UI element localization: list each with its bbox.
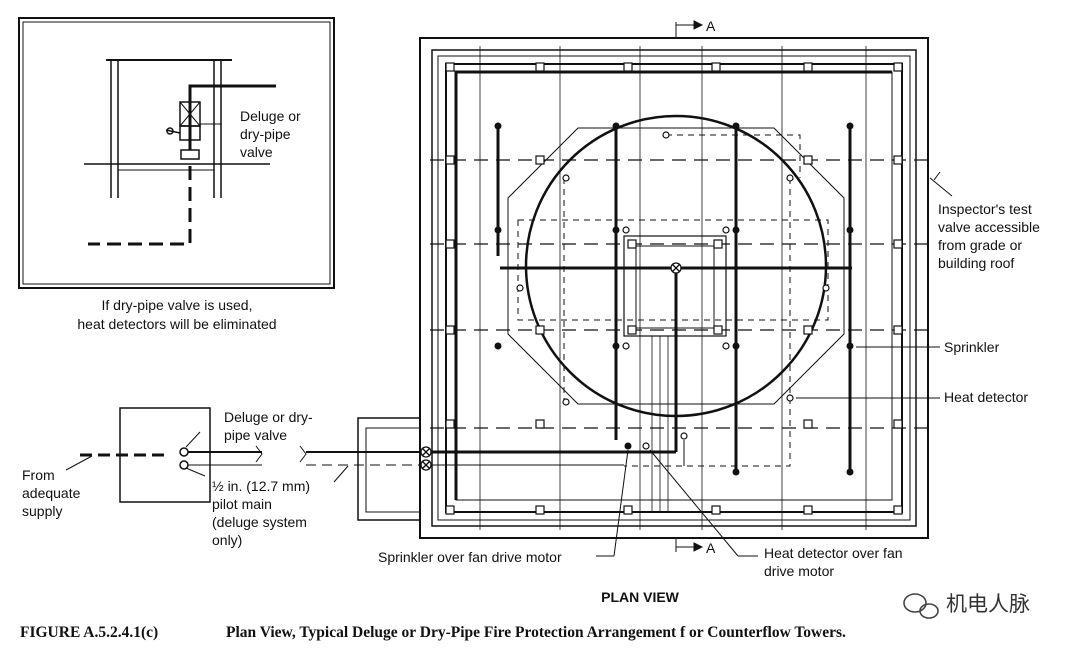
sprinkler-label: Sprinkler <box>944 339 1000 355</box>
svg-text:adequate: adequate <box>22 485 81 501</box>
tower-plan <box>357 20 930 552</box>
plan-view-title: PLAN VIEW <box>601 589 680 605</box>
sprinkler-heads <box>494 122 854 476</box>
inset-valve-label: Deluge or dry-pipe valve <box>240 108 301 160</box>
supply-valve-assembly <box>65 407 424 503</box>
svg-text:building roof: building roof <box>938 255 1014 271</box>
heat-detector-over-fan-label: Heat detector over fan drive motor <box>764 545 903 579</box>
svg-text:pilot main: pilot main <box>212 496 272 512</box>
piping-valves <box>420 262 682 471</box>
svg-text:If dry-pipe valve is used,: If dry-pipe valve is used, <box>102 297 253 313</box>
svg-text:Deluge or dry-: Deluge or dry- <box>224 409 313 425</box>
svg-text:only): only) <box>212 532 242 548</box>
svg-text:supply: supply <box>22 503 62 519</box>
heat-detector-label: Heat detector <box>944 389 1028 405</box>
svg-text:heat detectors will be elimina: heat detectors will be eliminated <box>77 316 276 332</box>
figure-caption-text: Plan View, Typical Deluge or Dry-Pipe Fi… <box>226 624 846 641</box>
inspector-test-valve-label: Inspector's test valve accessible from g… <box>938 201 1040 271</box>
svg-text:机电人脉: 机电人脉 <box>946 592 1030 616</box>
section-marker-top: A <box>706 18 716 34</box>
svg-text:valve: valve <box>240 144 273 160</box>
heat-detectors <box>516 131 830 450</box>
supply-valve-label: Deluge or dry- pipe valve <box>224 409 313 443</box>
svg-text:Heat detector over fan: Heat detector over fan <box>764 545 903 561</box>
watermark: 机电人脉 <box>903 592 1030 619</box>
figure-caption: FIGURE A.5.2.4.1(c) Plan View, Typical D… <box>20 624 846 641</box>
pilot-main-label: ½ in. (12.7 mm) pilot main (deluge syste… <box>212 478 310 548</box>
wechat-icon <box>903 593 939 619</box>
svg-text:drive motor: drive motor <box>764 563 834 579</box>
svg-text:pipe valve: pipe valve <box>224 427 287 443</box>
inset-detail <box>18 17 335 289</box>
sprinkler-over-fan-label: Sprinkler over fan drive motor <box>378 549 562 565</box>
svg-text:(deluge system: (deluge system <box>212 514 307 530</box>
svg-text:Inspector's test: Inspector's test <box>938 201 1032 217</box>
from-supply-label: From adequate supply <box>22 467 81 519</box>
inset-note: If dry-pipe valve is used, heat detector… <box>77 297 276 332</box>
grid-markers <box>445 62 903 515</box>
svg-text:½ in. (12.7 mm): ½ in. (12.7 mm) <box>212 478 310 494</box>
section-marker-bottom: A <box>706 540 716 556</box>
plan-leaders <box>596 171 953 557</box>
svg-text:From: From <box>22 467 55 483</box>
svg-text:Deluge or: Deluge or <box>240 108 301 124</box>
svg-text:valve accessible: valve accessible <box>938 219 1040 235</box>
figure-number: FIGURE A.5.2.4.1(c) <box>20 624 158 641</box>
svg-text:dry-pipe: dry-pipe <box>240 126 291 142</box>
svg-text:from grade or: from grade or <box>938 237 1022 253</box>
